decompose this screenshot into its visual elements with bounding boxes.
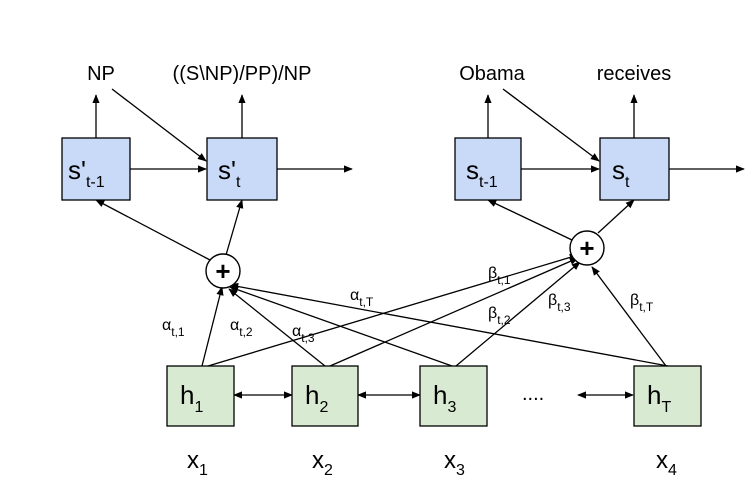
edge-h1-to-plus-left: [201, 286, 224, 367]
encoder-state-h2-label: h2: [305, 380, 328, 416]
decoder-right: st-1 st: [454, 137, 670, 201]
encoder-state-h1: [166, 365, 235, 427]
edge-plus-to-sprev-left: [95, 199, 211, 261]
output-labels: NP ((S\NP)/PP)/NP Obama receives: [87, 63, 671, 85]
decoder-state-cur-left: [206, 137, 278, 201]
encoder-ellipsis: ....: [522, 383, 544, 405]
weight-alpha-tT: αt,T: [350, 287, 374, 309]
weight-alpha-t2: αt,2: [230, 317, 253, 339]
edge-h2-to-plus-left: [228, 288, 326, 367]
encoder-state-h3-label: h3: [433, 380, 456, 416]
plus-node-left: +: [205, 253, 241, 289]
edge-h1-to-plus-right: [207, 253, 579, 367]
plus-sign-left: +: [215, 256, 230, 286]
decoder-state-prev-left-label: s't-1: [68, 155, 105, 191]
output-label-receives: receives: [597, 63, 671, 85]
encoder-state-h2: [291, 365, 359, 427]
decoder-state-prev-right-label: st-1: [466, 155, 498, 191]
plus-circle-left: [205, 253, 241, 289]
decoder-state-prev-right: [454, 137, 522, 201]
weight-beta-tT: βt,T: [630, 292, 654, 314]
decoder-state-cur-right-label: st: [612, 155, 630, 191]
output-label-ccg: ((S\NP)/PP)/NP: [173, 63, 312, 85]
output-label-np: NP: [87, 63, 115, 85]
edge-hT-to-plus-left: [229, 282, 669, 367]
plus-sign-right: +: [579, 233, 594, 263]
edge-h3-to-plus-right: [455, 261, 581, 367]
decoder-state-prev-left: [61, 137, 131, 201]
weight-beta-t3: βt,3: [548, 292, 571, 314]
edge-hT-to-plus-right: [591, 266, 667, 367]
inputs: x1 x2 x3 x4: [187, 447, 677, 479]
input-x1: x1: [187, 447, 208, 479]
decoder-left: s't-1 s't: [61, 137, 278, 201]
weight-beta-t2: βt,2: [488, 305, 511, 327]
edge-h2-to-plus-right: [329, 257, 579, 367]
plus-circle-right: [569, 230, 605, 266]
output-label-obama: Obama: [459, 63, 525, 85]
edge-plus-to-scur-left: [225, 199, 244, 256]
decoder-state-cur-left-label: s't: [218, 155, 241, 191]
encoder: h1 h2 h3 .... hT: [166, 365, 702, 427]
edge-np-to-scur: [111, 88, 207, 162]
edge-plus-to-sprev-right: [487, 199, 573, 241]
decoder-state-cur-right: [599, 137, 670, 201]
encoder-state-h3: [419, 365, 488, 427]
beta-labels: βt,1 βt,2 βt,3 βt,T: [488, 265, 654, 327]
alpha-labels: αt,1 αt,2 αt,3 αt,T: [162, 287, 374, 345]
encoder-state-hT: [633, 365, 702, 427]
input-x3: x3: [444, 447, 465, 479]
weight-alpha-t3: αt,3: [292, 323, 315, 345]
encoder-state-h1-label: h1: [180, 380, 203, 416]
edges: [92, 88, 745, 399]
plus-node-right: +: [569, 230, 605, 266]
edge-obama-to-scur: [502, 88, 600, 162]
encoder-state-hT-label: hT: [647, 380, 671, 416]
edge-plus-to-scur-right: [597, 199, 635, 234]
weight-beta-t1: βt,1: [488, 265, 511, 287]
weight-alpha-t1: αt,1: [162, 317, 185, 339]
input-x4: x4: [656, 447, 677, 479]
input-x2: x2: [312, 447, 333, 479]
